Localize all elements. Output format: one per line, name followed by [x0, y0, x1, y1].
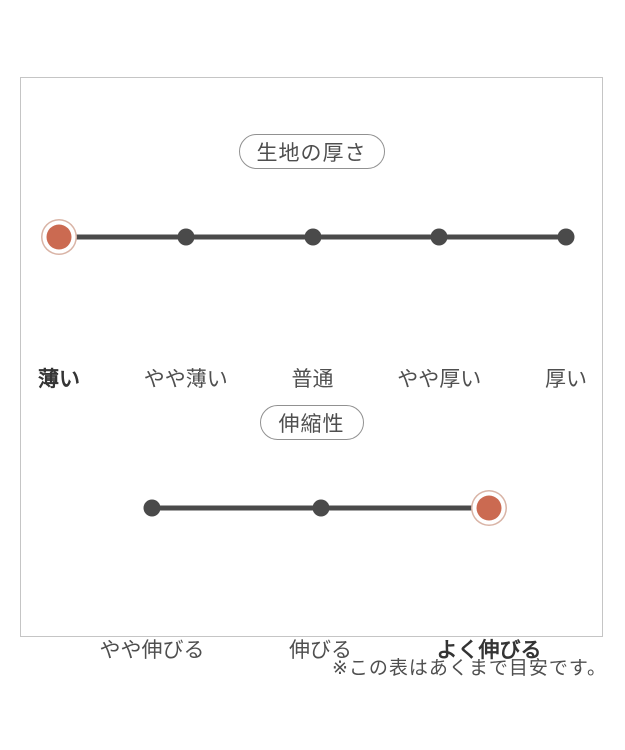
selected-point-marker: [476, 495, 502, 521]
scale-point-marker: [304, 228, 321, 246]
scale-label: 普通: [291, 368, 334, 391]
scale-label: 薄い: [38, 368, 80, 391]
thickness-title: 生地の厚さ: [256, 141, 367, 165]
thickness-title-pill: 生地の厚さ: [238, 134, 385, 169]
stretch-title: 伸縮性: [278, 412, 345, 436]
scale-point-marker: [143, 499, 161, 517]
scale-label: やや薄い: [143, 368, 228, 391]
guide-box: 生地の厚さ 薄い やや薄い 普通 やや厚い 厚い 伸縮性 やや伸びる 伸びる よく伸びる: [20, 77, 603, 662]
thickness-track: 薄い やや薄い 普通 やや厚い 厚い: [38, 224, 587, 391]
scale-label: 厚い: [545, 368, 587, 391]
scale-label: 伸びる: [289, 639, 352, 662]
scale-point-marker: [177, 228, 195, 246]
stretchability-scale: 伸縮性 やや伸びる 伸びる よく伸びる: [21, 405, 602, 662]
scale-label: やや伸びる: [99, 639, 205, 662]
scale-label: やや厚い: [397, 368, 482, 391]
selected-point-marker: [46, 224, 72, 250]
stretch-title-pill: 伸縮性: [259, 405, 364, 440]
scale-point-marker: [557, 228, 575, 246]
scale-point-marker: [430, 228, 448, 246]
scale-label: よく伸びる: [436, 639, 542, 662]
stretch-track: やや伸びる 伸びる よく伸びる: [100, 495, 542, 662]
footnote: ※この表はあくまで目安です。: [331, 658, 607, 679]
fabric-thickness-scale: 生地の厚さ 薄い やや薄い 普通 やや厚い 厚い: [21, 134, 602, 391]
scale-point-marker: [312, 499, 329, 517]
